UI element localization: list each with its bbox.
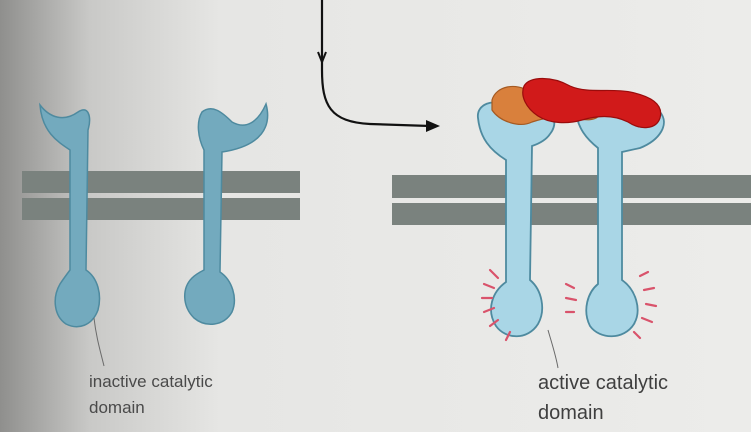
membrane-right xyxy=(392,175,751,225)
activity-mark xyxy=(484,284,494,288)
activity-mark xyxy=(640,272,648,276)
membrane-left xyxy=(22,171,300,220)
activity-mark xyxy=(490,270,498,278)
leader-line-inactive xyxy=(94,318,104,366)
activity-mark xyxy=(644,288,654,290)
membrane-right-inner-layer xyxy=(392,203,751,225)
membrane-left-outer-layer xyxy=(22,171,300,193)
ligand-complex xyxy=(492,79,661,128)
inactive-domain-label-line1: inactive catalytic xyxy=(89,372,213,392)
arrow-line xyxy=(322,0,430,126)
active-domain-label-line2: domain xyxy=(538,402,604,425)
activity-mark xyxy=(566,284,574,288)
activity-mark xyxy=(566,298,576,300)
activity-mark xyxy=(646,304,656,306)
activation-arrow xyxy=(318,0,440,132)
arrow-head xyxy=(426,120,440,132)
leader-line-active xyxy=(548,330,558,368)
inactive-domain-label-line2: domain xyxy=(89,398,145,418)
activity-mark xyxy=(642,318,652,322)
membrane-left-inner-layer xyxy=(22,198,300,220)
active-domain-label-line1: active catalytic xyxy=(538,372,668,395)
activity-mark xyxy=(634,332,640,338)
membrane-right-outer-layer xyxy=(392,175,751,198)
